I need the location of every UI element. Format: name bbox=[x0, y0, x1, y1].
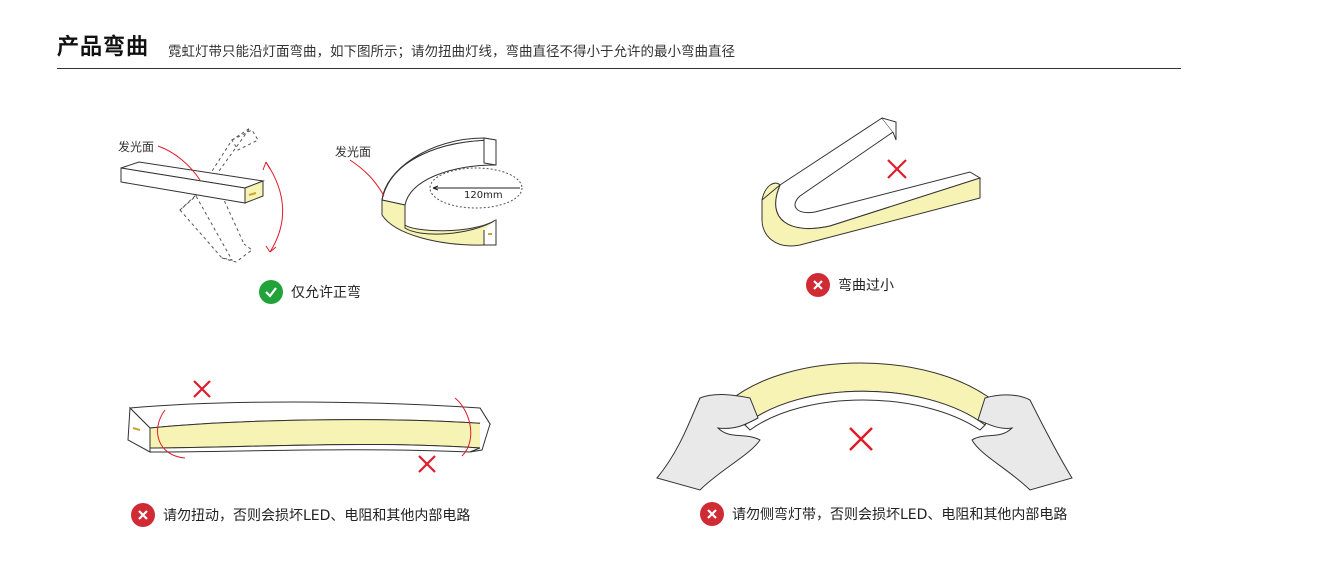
caption-ok-bend: 仅允许正弯 bbox=[259, 280, 361, 304]
side-bend-figure bbox=[656, 362, 1073, 491]
bent-strip-figure bbox=[349, 137, 523, 246]
check-circle-icon bbox=[259, 280, 283, 304]
caption-text: 请勿侧弯灯带，否则会损坏LED、电阻和其他内部电路 bbox=[732, 507, 1068, 523]
caption-text: 请勿扭动，否则会损坏LED、电阻和其他内部电路 bbox=[163, 508, 471, 524]
x-circle-icon bbox=[131, 503, 155, 527]
emitting-face-label: 发光面 bbox=[118, 140, 155, 154]
x-circle-icon bbox=[806, 273, 830, 297]
caption-text: 仅允许正弯 bbox=[291, 285, 361, 301]
diameter-label: 120mm bbox=[464, 190, 503, 201]
caption-no-twist: 请勿扭动，否则会损坏LED、电阻和其他内部电路 bbox=[131, 503, 470, 527]
twisted-strip-figure bbox=[127, 380, 491, 473]
emitting-face-label: 发光面 bbox=[335, 145, 372, 159]
header-divider bbox=[57, 68, 1181, 69]
caption-too-small: 弯曲过小 bbox=[806, 273, 894, 297]
caption-no-side-bend: 请勿侧弯灯带，否则会损坏LED、电阻和其他内部电路 bbox=[700, 502, 1067, 526]
x-circle-icon bbox=[700, 502, 724, 526]
straight-strip-figure bbox=[120, 127, 284, 263]
too-small-bend-figure bbox=[761, 117, 982, 247]
caption-text: 弯曲过小 bbox=[838, 278, 894, 294]
page-title: 产品弯曲 bbox=[57, 35, 150, 60]
page-subtitle: 霓虹灯带只能沿灯面弯曲，如下图所示；请勿扭曲灯线，弯曲直径不得小于允许的最小弯曲… bbox=[168, 44, 735, 60]
